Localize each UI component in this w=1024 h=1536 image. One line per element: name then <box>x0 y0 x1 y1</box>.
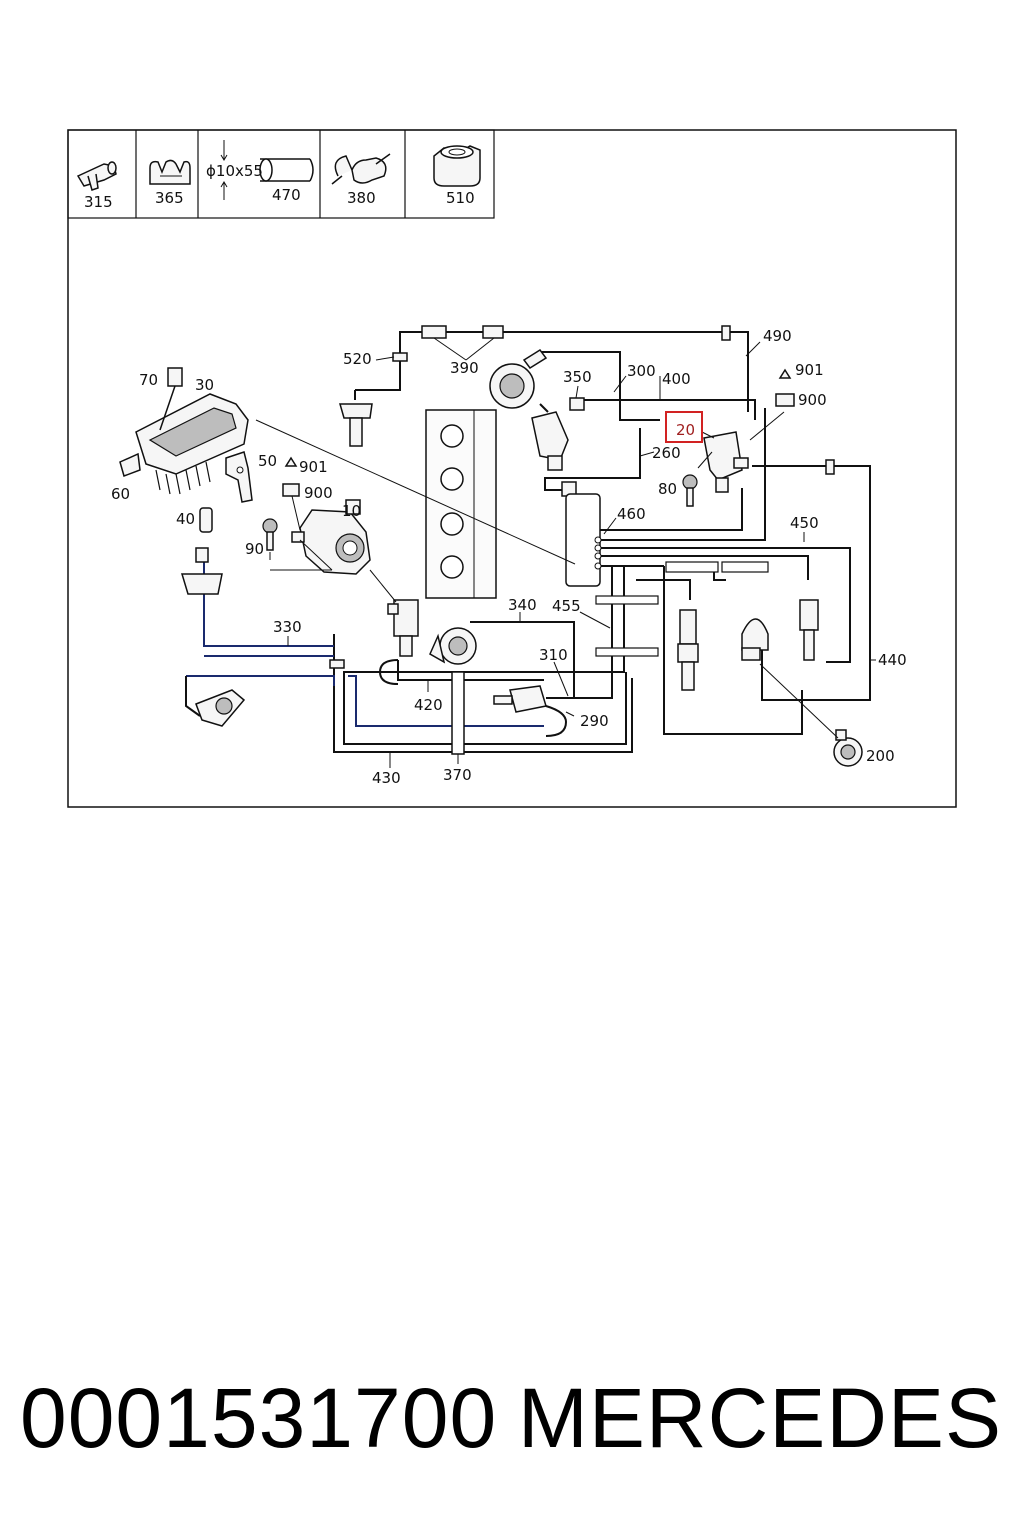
component-valve-right-3 <box>799 599 819 661</box>
callout-440: 440 <box>878 651 907 669</box>
component-vacuum-capsule-520 <box>339 403 373 447</box>
leader-lines <box>255 337 876 768</box>
callout-90: 90 <box>245 540 264 558</box>
callout-290: 290 <box>580 712 609 730</box>
header-part-number: 510 <box>446 189 475 207</box>
component-pressure-converter-center <box>387 599 419 657</box>
clamp-icon <box>331 153 391 185</box>
callout-30: 30 <box>195 376 214 394</box>
callout-340: 340 <box>508 596 537 614</box>
callout-10: 10 <box>342 502 361 520</box>
component-20-switchover-valve <box>703 431 749 493</box>
component-200-sensor <box>833 729 863 767</box>
callout-455: 455 <box>552 597 581 615</box>
component-90-bolt <box>262 518 278 551</box>
callout-450: 450 <box>790 514 819 532</box>
diagram-frame <box>67 129 957 808</box>
callout-490: 490 <box>763 327 792 345</box>
callout-50: 50 <box>258 452 277 470</box>
callout-labels: 70 30 50 901 900 60 40 10 90 520 390 350… <box>111 327 907 787</box>
engine-block <box>425 409 497 599</box>
hose-dimension-label: ϕ10x55 <box>206 162 263 180</box>
component-valve-350 <box>531 397 585 471</box>
holder-clip-icon <box>433 145 481 187</box>
callout-200: 200 <box>866 747 895 765</box>
component-pump-340 <box>429 627 477 665</box>
vacuum-lines <box>185 325 871 755</box>
component-80-bolt <box>682 474 698 507</box>
callout-460: 460 <box>617 505 646 523</box>
pipe-connector-icon <box>76 161 117 191</box>
highlight-box-part-20 <box>665 411 703 443</box>
header-part-number: 315 <box>84 193 113 211</box>
callout-310: 310 <box>539 646 568 664</box>
header-part-number: 470 <box>272 186 301 204</box>
component-40-spacer <box>199 507 213 533</box>
callout-901-left: 901 <box>299 458 328 476</box>
callout-390: 390 <box>450 359 479 377</box>
component-900-cap-left <box>282 456 300 497</box>
callout-900-left: 900 <box>304 484 333 502</box>
double-clip-icon <box>149 159 191 185</box>
callout-330: 330 <box>273 618 302 636</box>
brand-name: MERCEDES <box>517 1371 1002 1465</box>
header-part-number: 380 <box>347 189 376 207</box>
component-50-bracket <box>225 451 253 503</box>
component-30-control-unit <box>119 367 249 495</box>
component-valve-right-2 <box>741 618 769 661</box>
component-vacuum-capsule-bottom-left <box>195 689 246 727</box>
component-vacuum-pump-300 <box>489 348 548 409</box>
callout-370: 370 <box>443 766 472 784</box>
callout-300: 300 <box>627 362 656 380</box>
callout-80: 80 <box>658 480 677 498</box>
callout-520: 520 <box>343 350 372 368</box>
callout-900-right: 900 <box>798 391 827 409</box>
callout-400: 400 <box>662 370 691 388</box>
callout-260: 260 <box>652 444 681 462</box>
callout-70: 70 <box>139 371 158 389</box>
component-900-cap-right <box>775 368 795 407</box>
callout-350: 350 <box>563 368 592 386</box>
component-vacuum-capsule-left <box>180 547 223 595</box>
callout-420: 420 <box>414 696 443 714</box>
header-parts-strip: 315 365 ϕ10x55 470 380 <box>67 129 495 219</box>
callout-60: 60 <box>111 485 130 503</box>
callout-901-right: 901 <box>795 361 824 379</box>
callout-40: 40 <box>176 510 195 528</box>
component-10-actuator <box>291 499 371 575</box>
hose-icon <box>220 140 314 200</box>
component-valve-right-1 <box>677 609 699 691</box>
callout-20: 20 <box>676 421 695 439</box>
component-valve-310 <box>493 685 547 713</box>
part-number: 0001531700 <box>20 1371 498 1465</box>
callout-430: 430 <box>372 769 401 787</box>
product-footer: 0001531700 MERCEDES <box>0 1368 1024 1468</box>
header-part-number: 365 <box>155 189 184 207</box>
